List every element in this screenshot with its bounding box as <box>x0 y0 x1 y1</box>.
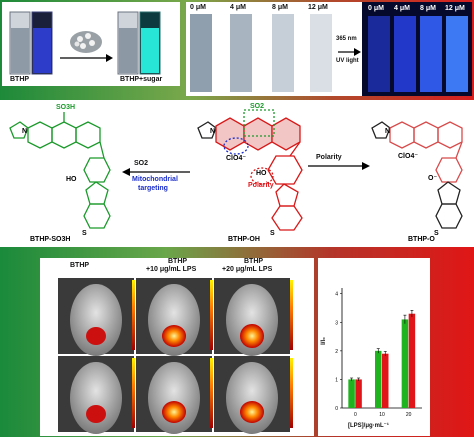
bar-chart-panel: 0 1 2 3 4 0 10 20 [LPS]/μg·mL⁻¹ I/I₀ <box>318 258 430 436</box>
bar <box>355 379 362 408</box>
so2-target-label: SO2 <box>250 103 265 110</box>
test-strip-panel: 0 μM 4 μM 8 μM 12 μM 365 nm UV light 0 μ… <box>186 2 472 96</box>
y-tick-label: 4 <box>335 292 338 298</box>
bar-chart: 0 1 2 3 4 0 10 20 <box>335 288 422 418</box>
bthp-oh-structure <box>197 109 303 231</box>
strip-conc-12: 12 μM <box>308 4 328 11</box>
center-hydroxyl-label: HO <box>256 170 267 177</box>
y-tick-label: 0 <box>335 406 338 412</box>
uv-wavelength-label: 365 nm <box>336 36 357 42</box>
vial-label-bthp: BTHP <box>10 76 30 83</box>
bar <box>348 379 355 408</box>
chart-ylabel: I/I₀ <box>320 337 327 345</box>
bthp-o-name: BTHP-O <box>408 236 435 243</box>
right-phenoxide-label: O⁻ <box>428 175 438 182</box>
polarity-target-label: Polarity <box>248 182 274 189</box>
bthp-so3h-structure <box>9 112 111 229</box>
center-nitrogen-label: N <box>210 128 216 135</box>
so2-arrow-label: SO2 <box>134 160 149 167</box>
bar <box>375 350 382 408</box>
uv-conc-8: 8 μM <box>420 5 436 12</box>
vial-label-bthp-sugar: BTHP+sugar <box>120 76 163 83</box>
x-tick-label: 20 <box>406 412 412 418</box>
bthp-so3h-name: BTHP-SO3H <box>30 236 71 243</box>
x-tick-label: 0 <box>354 412 357 418</box>
wavelength-label-left: 365 nm <box>34 6 55 12</box>
strip-conc-4: 4 μM <box>230 4 246 11</box>
so3h-group-label: SO3H <box>56 104 76 111</box>
left-nitrogen-label: N <box>22 128 28 135</box>
bar <box>401 319 409 408</box>
bthp-oh-name: BTHP-OH <box>228 236 260 243</box>
right-counterion-label: ClO4⁻ <box>398 153 419 160</box>
vial-photo-art <box>9 11 161 75</box>
y-tick-label: 1 <box>335 377 338 383</box>
col1-header: BTHP <box>70 262 90 269</box>
y-tick-label: 2 <box>335 349 338 355</box>
mouse-imaging-panel: BTHP BTHP +10 μg/mL LPS BTHP +20 μg/mL L… <box>40 258 314 436</box>
right-sulfur-label: S <box>434 230 439 237</box>
col3-header-line1: BTHP <box>244 258 264 265</box>
strip-conc-8: 8 μM <box>272 4 288 11</box>
uv-conc-0: 0 μM <box>368 5 384 12</box>
chart-xlabel: [LPS]/μg·mL⁻¹ <box>348 423 389 429</box>
col2-header-line1: BTHP <box>168 258 188 265</box>
bthp-o-structure <box>371 121 463 229</box>
uv-light-label: UV light <box>336 58 359 64</box>
uv-conc-12: 12 μM <box>445 5 465 12</box>
bar <box>382 353 389 408</box>
vial-photo-panel: 365 nm 365 nm BTHP BTHP+sugar <box>2 2 180 86</box>
x-tick-label: 10 <box>379 412 385 418</box>
left-hydroxyl-label: HO <box>66 176 77 183</box>
col2-header-line2: +10 μg/mL LPS <box>146 266 197 273</box>
mito-targeting-line2: targeting <box>138 185 168 192</box>
y-tick-label: 3 <box>335 320 338 326</box>
strip-conc-0: 0 μM <box>190 4 206 11</box>
polarity-arrow-label: Polarity <box>316 154 342 161</box>
mouse-imaging-art <box>58 278 293 434</box>
col3-header-line2: +20 μg/mL LPS <box>222 266 273 273</box>
mito-targeting-line1: Mitochondrial <box>132 176 178 183</box>
chemistry-scheme <box>9 109 463 231</box>
right-nitrogen-label: N <box>385 128 391 135</box>
bar <box>408 313 416 408</box>
uv-conc-4: 4 μM <box>394 5 410 12</box>
left-sulfur-label: S <box>82 230 87 237</box>
center-counterion-label: ClO4⁻ <box>226 155 247 162</box>
wavelength-label-right: 365 nm <box>142 6 163 12</box>
test-strip-art <box>190 2 472 96</box>
center-sulfur-label: S <box>270 230 275 237</box>
